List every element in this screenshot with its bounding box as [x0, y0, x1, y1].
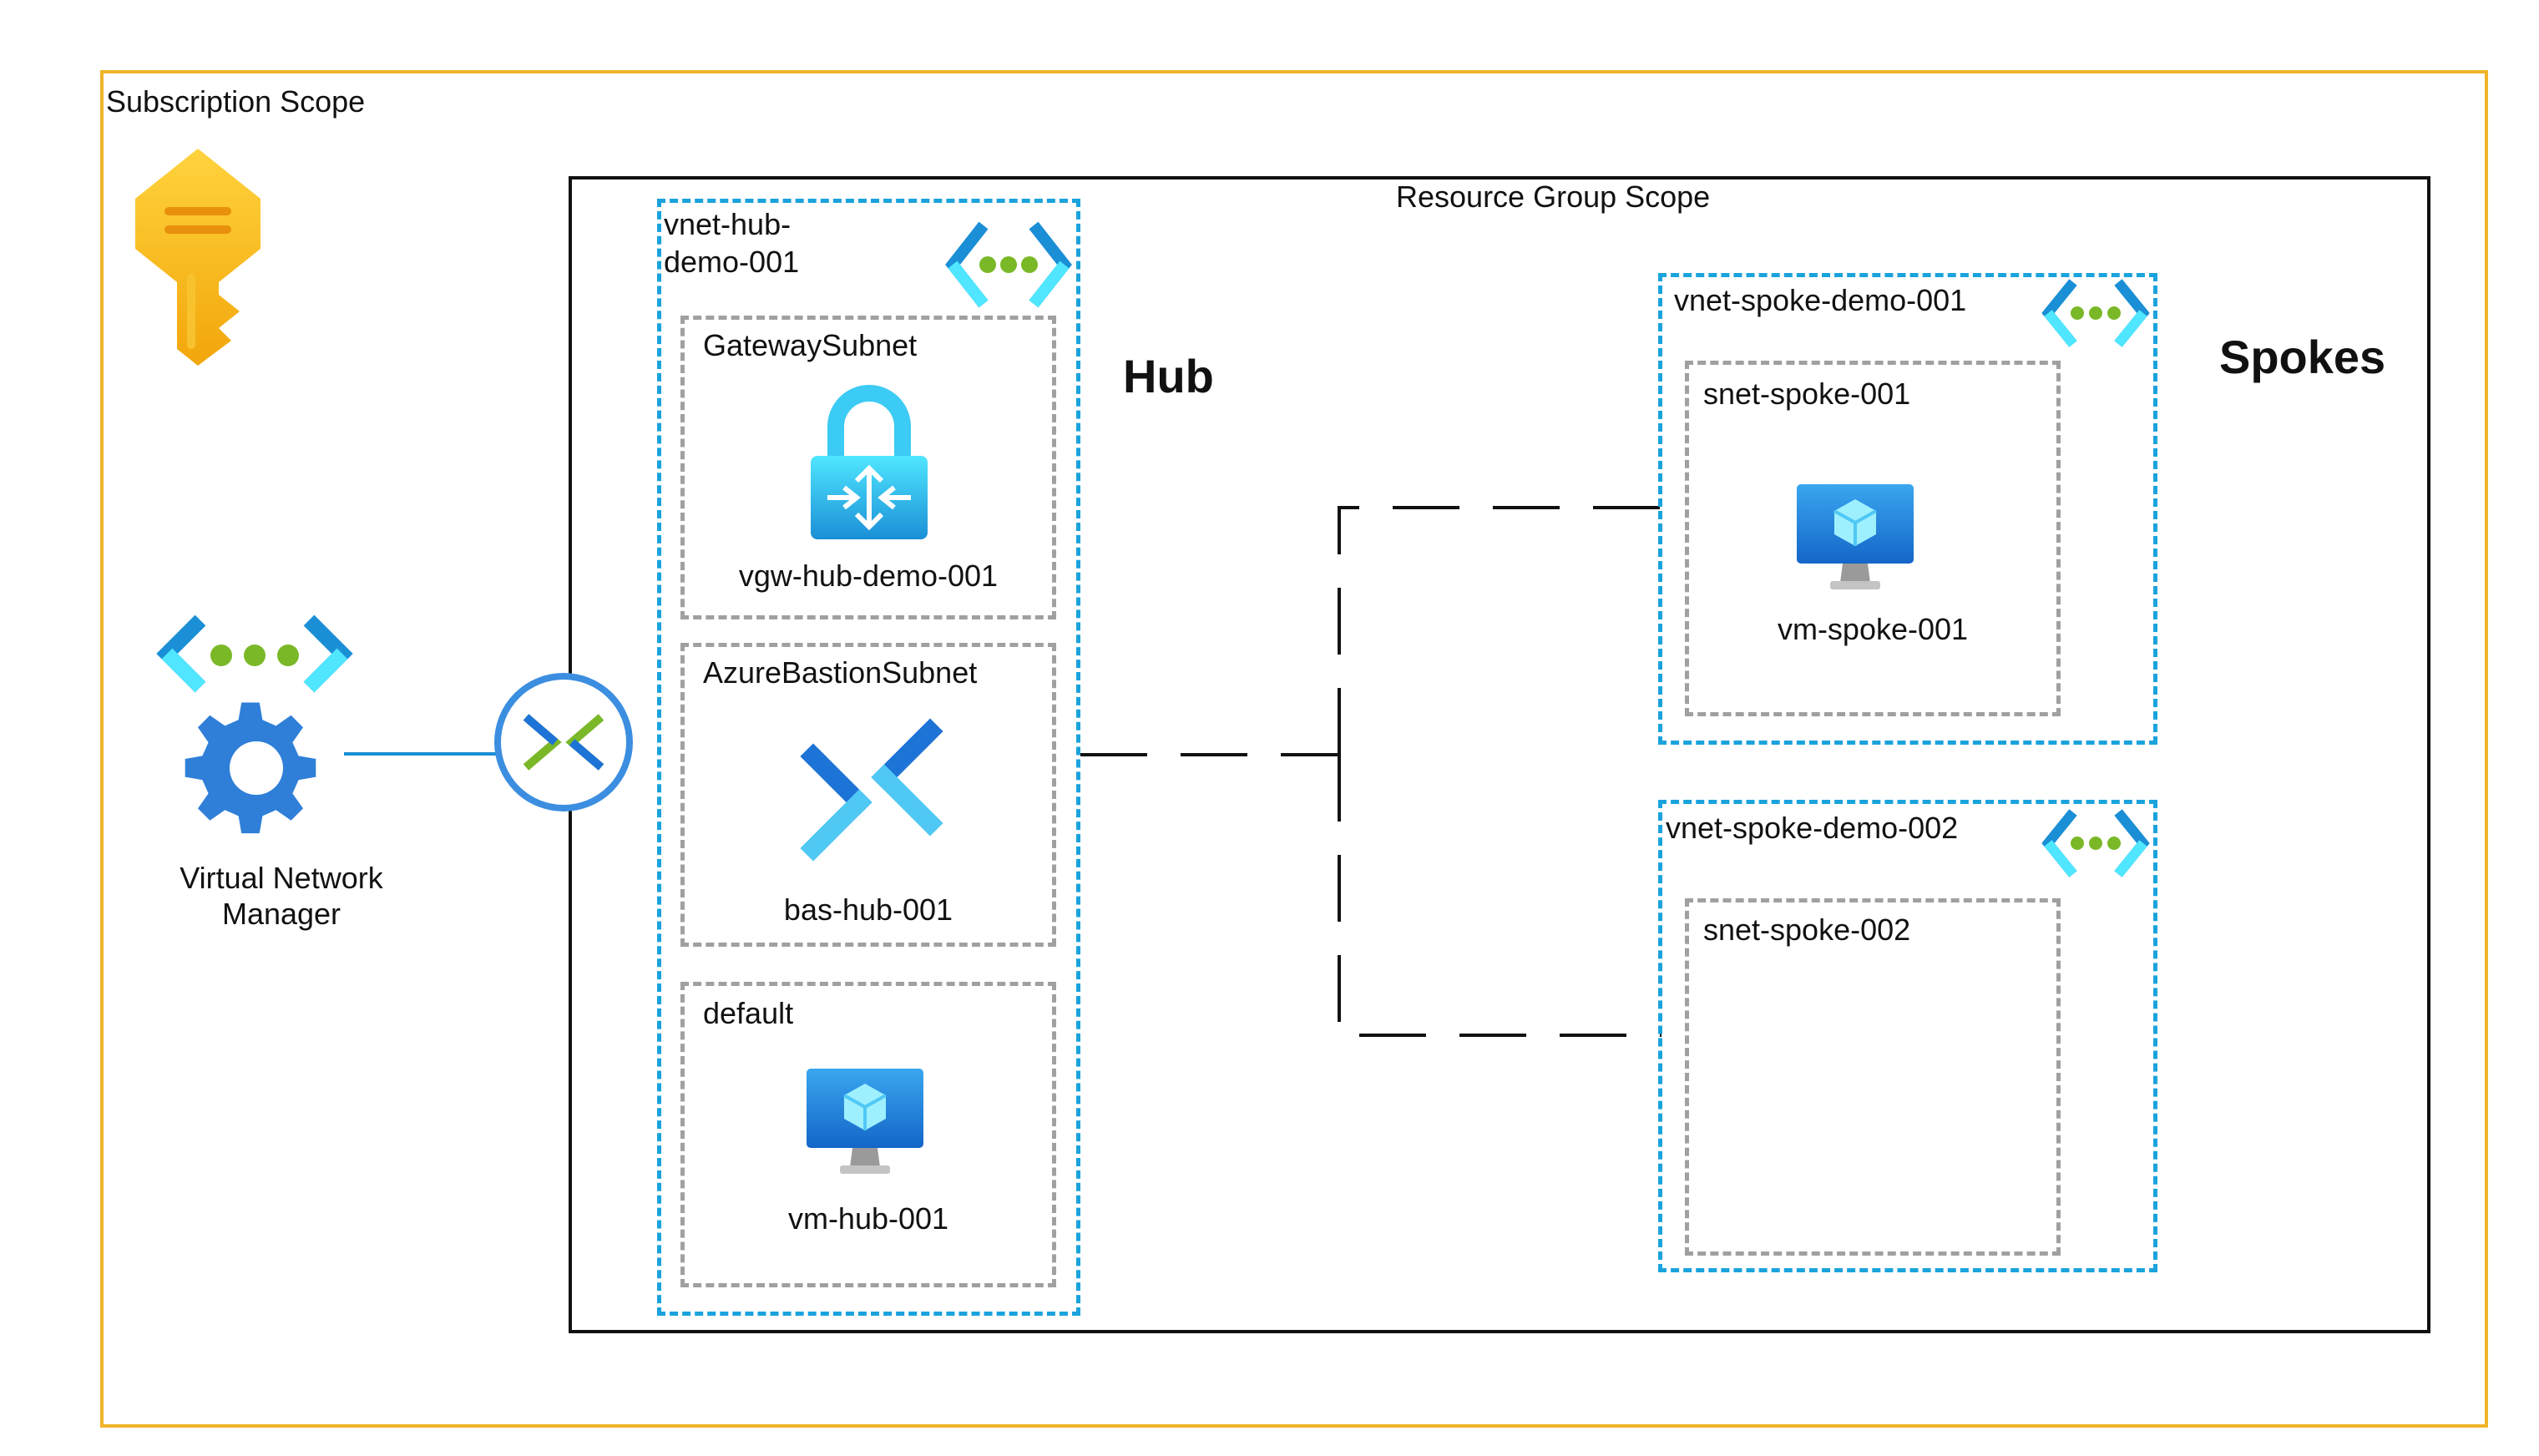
gateway-resource-label: vgw-hub-demo-001	[738, 559, 999, 593]
spoke2-vnet-label: vnet-spoke-demo-002	[1666, 811, 1959, 845]
network-manager-icon	[156, 614, 353, 834]
hub-vnet-label-line1: vnet-hub-	[664, 207, 792, 241]
manager-label: Virtual Network Manager	[144, 860, 419, 932]
manager-label-line2: Manager	[221, 897, 341, 932]
spoke2-subnet-label: snet-spoke-002	[1703, 913, 1911, 947]
spoke2-subnet-box	[1685, 898, 2061, 1256]
manager-label-line1: Virtual Network	[180, 861, 383, 895]
bastion-subnet-box	[680, 643, 1056, 947]
spoke1-vnet-label: vnet-spoke-demo-001	[1674, 283, 1967, 317]
hub-heading: Hub	[1123, 350, 1214, 402]
spoke1-vnet-icon	[2041, 279, 2150, 347]
spoke1-subnet-box	[1685, 361, 2061, 716]
spoke1-subnet-label: snet-spoke-001	[1703, 377, 1911, 411]
bastion-connector-icon	[494, 673, 633, 811]
hub-vm-label: vm-hub-001	[787, 1201, 949, 1236]
hub-vnet-label: vnet-hub- demo-001	[664, 205, 799, 281]
bastion-icon	[800, 718, 943, 862]
hub-vnet-label-line2: demo-001	[664, 245, 800, 279]
spoke1-vm-label: vm-spoke-001	[1777, 612, 1969, 646]
spokes-heading: Spokes	[2219, 331, 2386, 383]
default-subnet-box	[680, 982, 1056, 1287]
gateway-subnet-box	[680, 316, 1056, 619]
spoke2-vnet-icon	[2041, 809, 2150, 877]
gateway-subnet-label: GatewaySubnet	[703, 328, 918, 362]
key-icon	[135, 149, 260, 366]
resource-group-scope-label: Resource Group Scope	[1396, 179, 1711, 214]
hub-vm-icon	[807, 1069, 923, 1174]
spoke1-vnet-box	[1658, 273, 2157, 745]
spoke2-vnet-box	[1658, 800, 2157, 1272]
default-subnet-label: default	[703, 996, 794, 1030]
bastion-resource-label: bas-hub-001	[783, 892, 953, 927]
spoke1-vm-icon	[1797, 484, 1914, 589]
subscription-scope-box	[100, 70, 2488, 1428]
vpn-gateway-icon	[811, 385, 928, 539]
hub-vnet-box	[657, 199, 1080, 1316]
hub-vnet-icon	[945, 221, 1072, 308]
subscription-scope-label: Subscription Scope	[106, 84, 366, 119]
bastion-subnet-label: AzureBastionSubnet	[703, 655, 978, 690]
